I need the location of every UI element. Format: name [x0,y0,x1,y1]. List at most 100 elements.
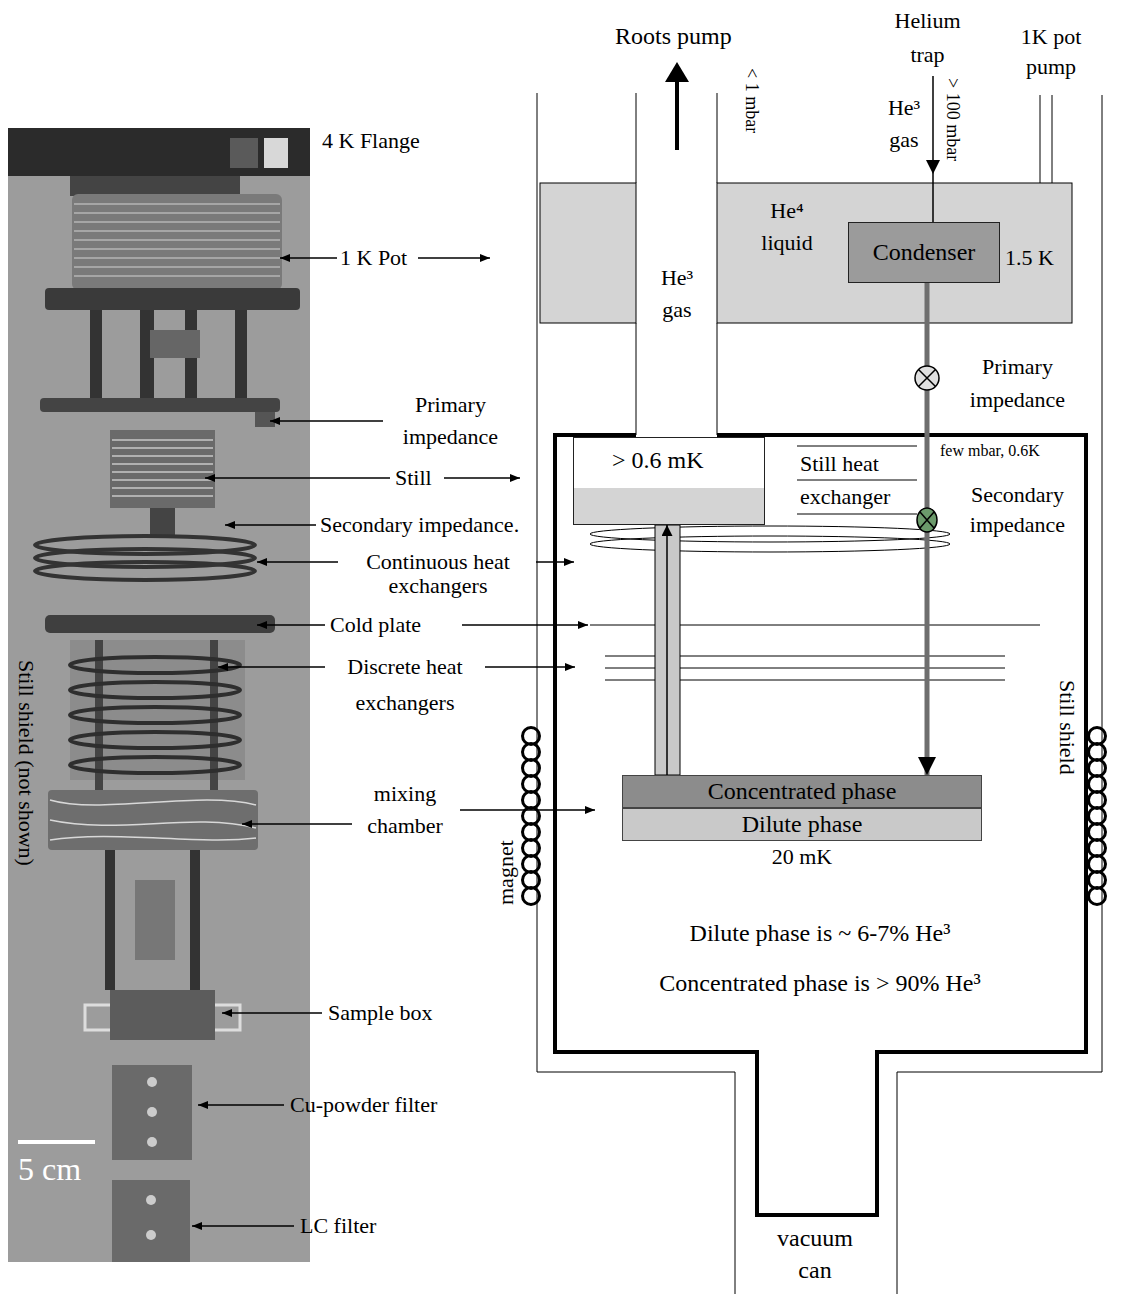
lc-filter-photo [112,1180,190,1262]
helium-inlet-line [932,76,934,222]
gas-label: He³ gas [882,92,926,156]
inlet-arrowhead [926,160,940,174]
connector-block [264,138,288,168]
part-label: Still heat exchanger [800,447,920,513]
mixing-chamber-photo [48,790,258,850]
support-rod [190,850,200,990]
magnet-coil [1089,728,1106,905]
helium-bath [717,183,1072,323]
fitting [150,330,200,358]
coax-lines [85,1005,240,1030]
part-label: Discrete heat exchangers [330,649,480,721]
leader-arrow [192,1225,294,1227]
support-rod [150,508,175,538]
impedance-plate [40,398,280,412]
pump-flow-arrow [675,80,679,150]
magnet-coil [523,728,540,905]
flow-connector [666,525,668,808]
note-text: Concentrated phase is > 90% He³ [560,968,1080,998]
part-label: Still [395,465,432,491]
support-rod [210,640,218,790]
cryostat-wall [537,93,1102,1294]
still-box: > 0.6 mK [573,437,765,525]
screw [147,1137,157,1147]
leader-arrow [270,420,383,422]
continuous-exchanger [590,526,950,542]
still-can [110,430,215,508]
part-label: Cold plate [330,612,421,638]
pressure-label: < 1 mbar [742,68,762,133]
pot-pump-tube [1040,95,1052,183]
dilute-phase-band: Dilute phase20 mK [622,808,982,841]
continuous-exchanger [590,536,950,552]
leader-arrow [225,524,316,526]
leader-lines [192,258,595,1226]
part-label: 1 K Pot [340,245,407,271]
node-text: 1.5 K [1005,245,1054,271]
leader-arrow [280,257,337,259]
leader-arrow [222,1012,322,1014]
part-label: vacuum can [765,1222,865,1286]
node-text: Dilute phase [742,810,863,839]
impedance-symbol [917,508,937,532]
pressure-label: > 100 mbar [943,78,963,161]
support-rod [70,176,240,196]
screw [146,1195,156,1205]
part-label: LC filter [300,1213,376,1239]
screw [147,1107,157,1117]
part-label: mixing chamber [355,778,455,842]
heat-exchanger-coil [70,707,240,723]
discrete-exchanger-stack [70,640,245,780]
part-label: Secondary impedance. [320,512,519,538]
impedance-cross [920,512,934,528]
leader-arrow [242,823,352,825]
screw [147,1077,157,1087]
leader-arrow [218,666,325,668]
photo-background [8,128,310,1262]
condenser-box: Condenser [848,222,1000,283]
support-rod [235,310,247,400]
leader-arrow [198,1104,284,1106]
condition-label: few mbar, 0.6K [940,441,1040,460]
node-text: Concentrated phase [708,777,897,806]
part-label: Cu-powder filter [290,1092,437,1118]
scale-label: 5 cm [18,1150,81,1188]
heat-exchanger-coil [70,732,240,748]
pump-label: 1K pot pump [1015,22,1087,82]
helium-bath-region: CondenserHe⁴ liquid1.5 K [540,183,1072,323]
part-label: Secondary impedance [955,480,1080,540]
part-label: 4 K Flange [322,128,420,154]
sample-box-photo [110,990,215,1040]
wire-winding [74,204,280,276]
part-label: Continuous heat exchangers [343,550,533,598]
cold-finger [135,880,175,960]
connector-block [230,138,258,168]
heat-exchanger-coil [35,562,255,580]
impedance-block [255,412,275,427]
leader-arrow [257,561,338,563]
leader-arrow [444,477,520,479]
heat-exchanger-coil [70,657,240,673]
impedance-symbol [915,366,939,390]
support-rod [95,640,103,790]
one-k-pot [72,194,282,290]
part-label: Helium trap [885,4,970,72]
part-label: Still shield [1055,680,1079,775]
node-text: > 0.6 mK [612,446,704,475]
cold-plate [45,615,275,633]
impedance-cross [919,370,936,387]
leader-arrow [536,561,574,563]
concentrated-phase-band: Concentrated phase [622,775,982,808]
part-label: Primary impedance [388,389,513,453]
part-label: magnet [494,840,518,905]
leader-arrow [418,257,490,259]
heat-exchanger-coil [70,682,240,698]
still-fins [112,440,213,496]
helium-bath [540,183,636,323]
gas-label: He³ gas [652,262,702,326]
pump-label: Roots pump [615,22,732,51]
part-label: Still shield (not shown) [14,660,38,866]
leader-arrow [485,666,575,668]
